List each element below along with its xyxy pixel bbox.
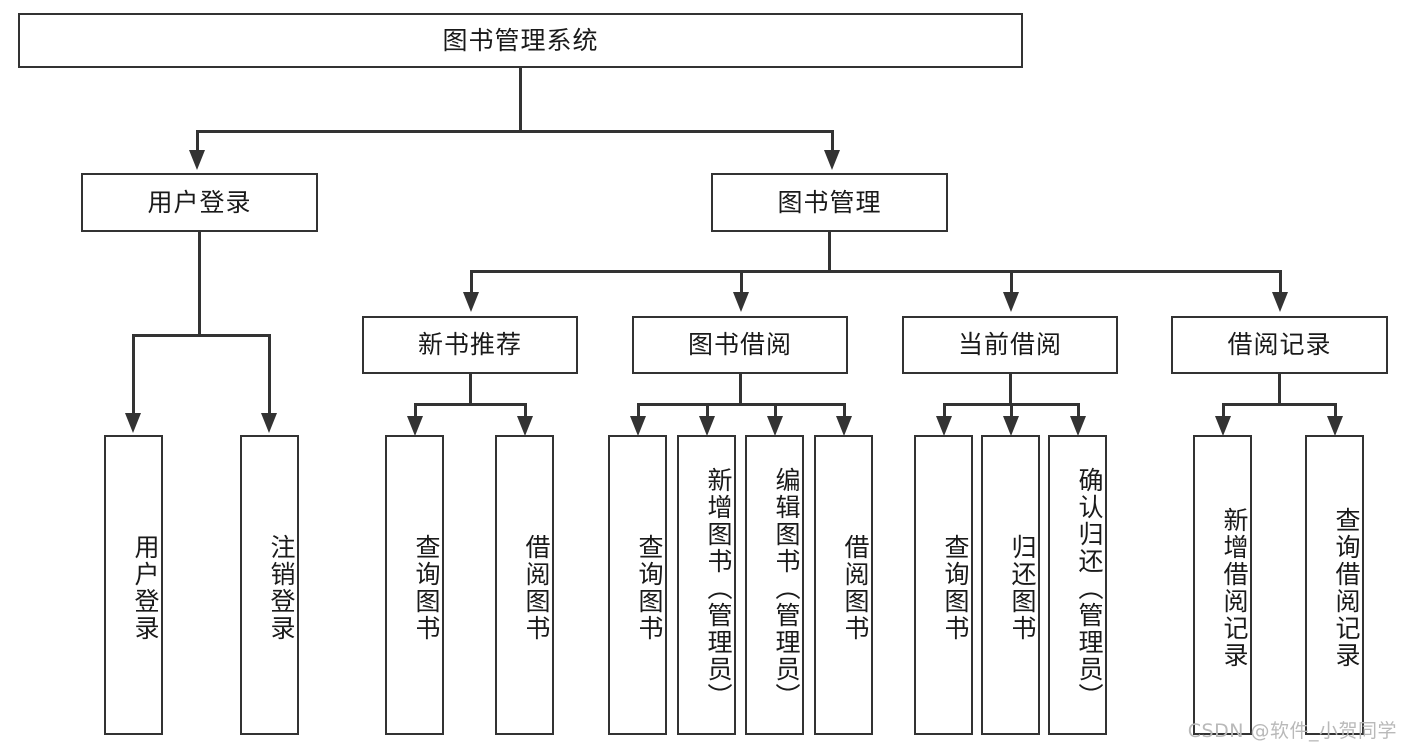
connector-to-borrow-record (1279, 270, 1282, 294)
leaf-user-logout[interactable]: 注销登录 (240, 435, 299, 735)
connector-nbr-leaf2 (524, 403, 527, 427)
leaf-edit-book-admin[interactable]: 编辑图书（管理员） (745, 435, 804, 735)
leaf-query-book-2[interactable]: 查询图书 (608, 435, 667, 735)
csdn-watermark: CSDN @软件_小贺同学 (1187, 720, 1397, 742)
connector-level3-bar (470, 270, 1281, 273)
connector-br-stem (1278, 374, 1281, 405)
connector-nbr-leaf1 (414, 403, 417, 427)
root-node-book-management-system[interactable]: 图书管理系统 (18, 13, 1023, 68)
leaf-query-borrow-record-label: 查询借阅记录 (1332, 507, 1361, 669)
arrow-to-query-borrow-record (1327, 416, 1343, 436)
node-current-borrow[interactable]: 当前借阅 (902, 316, 1118, 374)
arrow-root-to-book-management (824, 150, 840, 170)
connector-user-login-bar (132, 334, 270, 337)
leaf-user-logout-label: 注销登录 (267, 534, 296, 642)
arrow-to-query-book-2 (630, 416, 646, 436)
arrow-to-query-book-3 (936, 416, 952, 436)
node-borrow-record[interactable]: 借阅记录 (1171, 316, 1388, 374)
node-user-login-label: 用户登录 (147, 187, 252, 217)
arrow-to-add-borrow-record (1215, 416, 1231, 436)
node-book-borrow[interactable]: 图书借阅 (632, 316, 848, 374)
arrow-root-to-user-login (189, 150, 205, 170)
arrow-to-current-borrow (1003, 292, 1019, 312)
leaf-query-book-1-label: 查询图书 (412, 534, 441, 642)
connector-cb-leaf2 (1010, 403, 1013, 427)
connector-br-leaf1 (1222, 403, 1225, 427)
connector-bb-leaf2 (706, 403, 709, 427)
node-new-book-recommend-label: 新书推荐 (417, 330, 522, 359)
leaf-query-book-2-label: 查询图书 (635, 534, 664, 642)
leaf-return-book-label: 归还图书 (1008, 534, 1037, 642)
connector-root-stem (519, 68, 522, 131)
connector-bb-leaf3 (774, 403, 777, 427)
connector-root-bar (196, 130, 833, 133)
arrow-to-new-book-recommend (463, 292, 479, 312)
node-book-management-label: 图书管理 (777, 187, 882, 217)
leaf-query-book-3[interactable]: 查询图书 (914, 435, 973, 735)
connector-user-login-leaf2 (268, 334, 271, 416)
connector-user-login-leaf1 (132, 334, 135, 416)
connector-root-to-book-management (831, 130, 834, 153)
connector-cb-leaf3 (1077, 403, 1080, 427)
connector-to-new-book-recommend (470, 270, 473, 294)
arrow-to-book-borrow (733, 292, 749, 312)
leaf-query-book-1[interactable]: 查询图书 (385, 435, 444, 735)
node-current-borrow-label: 当前借阅 (957, 330, 1062, 359)
leaf-borrow-book-1-label: 借阅图书 (522, 534, 551, 642)
connector-nbr-stem (469, 374, 472, 405)
connector-bb-stem (739, 374, 742, 405)
leaf-query-book-3-label: 查询图书 (941, 534, 970, 642)
arrow-to-user-login-leaf (125, 413, 141, 433)
connector-book-management-stem (828, 232, 831, 272)
arrow-to-query-book-1 (407, 416, 423, 436)
arrow-to-confirm-return-admin (1070, 416, 1086, 436)
connector-nbr-bar (414, 403, 526, 406)
node-user-login[interactable]: 用户登录 (81, 173, 318, 232)
leaf-confirm-return-admin[interactable]: 确认归还（管理员） (1048, 435, 1107, 735)
connector-user-login-stem (198, 232, 201, 336)
leaf-return-book[interactable]: 归还图书 (981, 435, 1040, 735)
node-book-management[interactable]: 图书管理 (711, 173, 948, 232)
arrow-to-edit-book-admin (767, 416, 783, 436)
connector-bb-leaf4 (843, 403, 846, 427)
arrow-to-add-book-admin (699, 416, 715, 436)
connector-bb-bar (637, 403, 844, 406)
leaf-add-book-admin-label: 新增图书（管理员） (704, 466, 733, 710)
arrow-to-borrow-record (1272, 292, 1288, 312)
arrow-to-borrow-book-2 (836, 416, 852, 436)
leaf-query-borrow-record[interactable]: 查询借阅记录 (1305, 435, 1364, 735)
leaf-user-login[interactable]: 用户登录 (104, 435, 163, 735)
node-new-book-recommend[interactable]: 新书推荐 (362, 316, 578, 374)
connector-bb-leaf1 (637, 403, 640, 427)
connector-cb-stem (1009, 374, 1012, 405)
leaf-user-login-label: 用户登录 (131, 534, 160, 642)
connector-cb-leaf1 (943, 403, 946, 427)
leaf-add-borrow-record[interactable]: 新增借阅记录 (1193, 435, 1252, 735)
leaf-add-book-admin[interactable]: 新增图书（管理员） (677, 435, 736, 735)
arrow-to-borrow-book-1 (517, 416, 533, 436)
leaf-add-borrow-record-label: 新增借阅记录 (1220, 507, 1249, 669)
leaf-borrow-book-2[interactable]: 借阅图书 (814, 435, 873, 735)
connector-root-to-user-login (196, 130, 199, 153)
root-node-label: 图书管理系统 (442, 25, 599, 55)
node-book-borrow-label: 图书借阅 (687, 330, 792, 359)
leaf-edit-book-admin-label: 编辑图书（管理员） (772, 466, 801, 710)
connector-br-leaf2 (1334, 403, 1337, 427)
leaf-confirm-return-admin-label: 确认归还（管理员） (1075, 466, 1104, 710)
connector-br-bar (1222, 403, 1335, 406)
node-borrow-record-label: 借阅记录 (1227, 330, 1332, 359)
connector-to-book-borrow (740, 270, 743, 294)
connector-to-current-borrow (1010, 270, 1013, 294)
leaf-borrow-book-2-label: 借阅图书 (841, 534, 870, 642)
leaf-borrow-book-1[interactable]: 借阅图书 (495, 435, 554, 735)
arrow-to-return-book (1003, 416, 1019, 436)
arrow-to-user-logout-leaf (261, 413, 277, 433)
